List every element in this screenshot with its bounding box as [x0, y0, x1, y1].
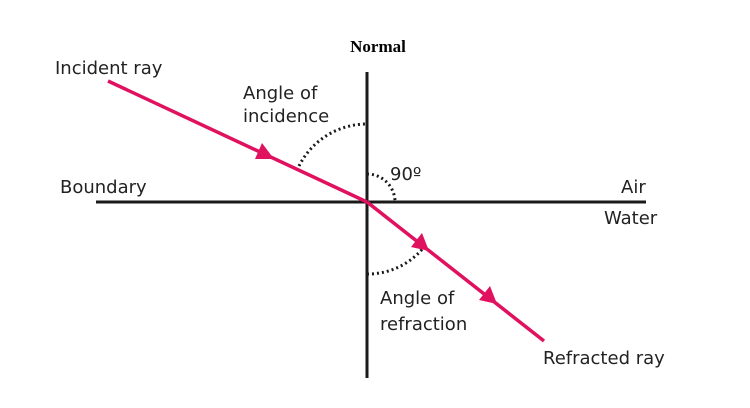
incident-ray [107, 79, 368, 204]
refracted-ray-label: Refracted ray [543, 348, 665, 369]
angle-of-refraction-label-line1: Angle of [380, 288, 455, 309]
angle-of-incidence-label-line2: incidence [243, 106, 329, 127]
medium-air-label: Air [621, 177, 646, 198]
incident-ray-arrowhead [255, 143, 274, 159]
medium-water-label: Water [604, 208, 658, 229]
incidence-angle-arc [297, 122, 368, 167]
refracted-ray-arrowhead-2 [479, 286, 497, 304]
refraction-angle-arc [366, 246, 426, 276]
normal-label: Normal [350, 37, 406, 56]
angle-of-incidence-label-line1: Angle of [243, 83, 318, 104]
refracted-ray-arrowhead-1 [411, 233, 429, 251]
angle-of-refraction-label-line2: refraction [380, 314, 467, 335]
right-angle-arc [366, 172, 397, 203]
boundary-label: Boundary [60, 177, 147, 198]
right-angle-label: 90º [390, 164, 421, 185]
refracted-ray [365, 200, 546, 343]
incident-ray-label: Incident ray [55, 58, 163, 79]
